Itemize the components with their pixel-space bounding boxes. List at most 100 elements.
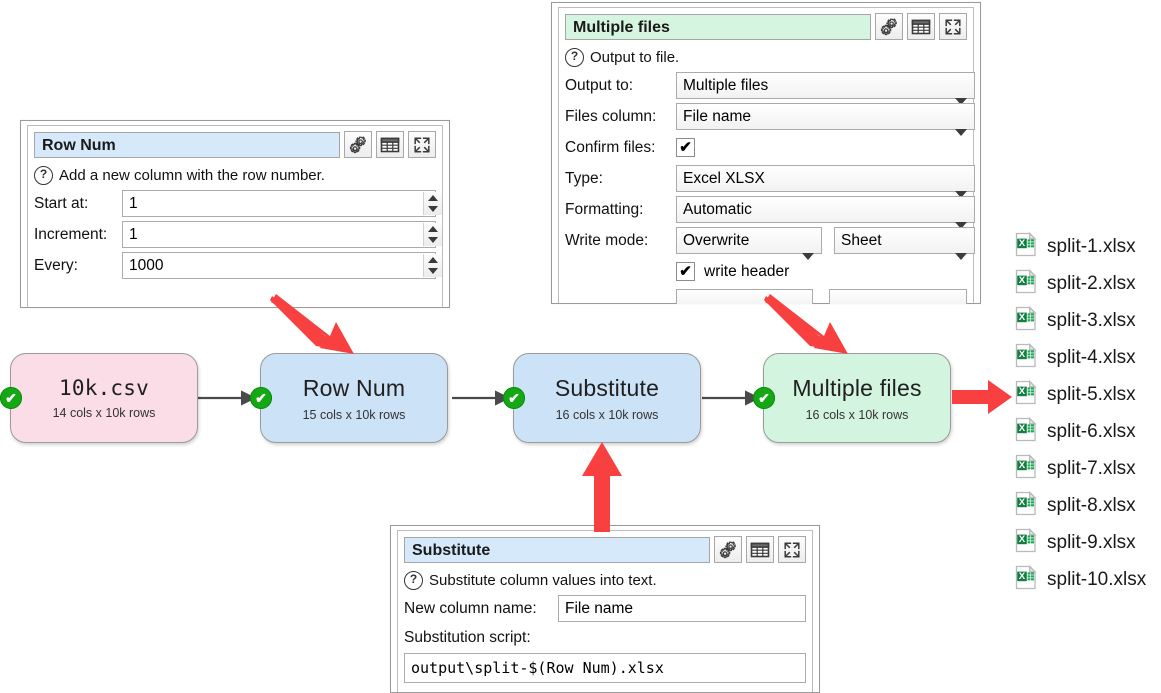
chevron-down-icon[interactable] (955, 97, 967, 105)
hint-text: Output to file. (590, 48, 680, 66)
list-item[interactable]: split-3.xlsx (1015, 302, 1146, 339)
field-output-to-select[interactable]: Multiple files (676, 72, 975, 99)
field-new-column-name-input[interactable]: File name (558, 595, 806, 622)
list-item[interactable]: split-8.xlsx (1015, 487, 1146, 524)
confirm-files-checkbox[interactable]: ✔ (676, 138, 695, 157)
status-badge: ✔ (0, 387, 22, 409)
flow-node-multiple-files[interactable]: ✔ Multiple files 16 cols x 10k rows (753, 353, 951, 443)
list-item[interactable]: split-2.xlsx (1015, 265, 1146, 302)
substitution-script-input[interactable]: output\split-$(Row Num).xlsx (404, 653, 806, 683)
field-formatting-select[interactable]: Automatic (676, 196, 975, 223)
field-every-input[interactable]: 1000 (122, 252, 436, 279)
clipped-field-right[interactable] (829, 289, 967, 304)
excel-file-icon (1015, 306, 1037, 336)
field-files-column-label: Files column: (565, 107, 657, 125)
stepper-down-icon[interactable] (428, 206, 438, 213)
stepper-up-icon[interactable] (428, 194, 438, 201)
chevron-down-icon[interactable] (955, 190, 967, 198)
table-icon[interactable] (907, 13, 935, 40)
list-item[interactable]: split-7.xlsx (1015, 450, 1146, 487)
list-item[interactable]: split-6.xlsx (1015, 413, 1146, 450)
every-stepper[interactable] (423, 254, 442, 277)
file-name: split-5.xlsx (1047, 383, 1136, 405)
list-item[interactable]: split-5.xlsx (1015, 376, 1146, 413)
field-start-at-input[interactable]: 1 (122, 190, 436, 217)
panel-row-num[interactable]: Row Num ? Add a new column with the row … (20, 120, 450, 308)
table-icon[interactable] (376, 131, 404, 158)
excel-file-icon (1015, 232, 1037, 262)
list-item[interactable]: split-10.xlsx (1015, 561, 1146, 598)
panel-multiple-files[interactable]: Multiple files ? Output to file. Output … (551, 2, 981, 304)
status-badge: ✔ (753, 387, 775, 409)
field-output-to-label: Output to: (565, 76, 634, 94)
panel-substitute-hint: ? Substitute column values into text. (404, 567, 806, 593)
field-write-mode-label: Write mode: (565, 231, 649, 249)
flow-connectors (196, 390, 761, 406)
field-files-column: Files column: File name (565, 101, 975, 136)
file-name: split-1.xlsx (1047, 235, 1136, 257)
stepper-up-icon[interactable] (428, 256, 438, 263)
field-write-mode: Write mode: Overwrite Sheet (565, 225, 975, 260)
file-name: split-9.xlsx (1047, 531, 1136, 553)
help-icon[interactable]: ? (404, 570, 423, 590)
panel-substitute-title-input[interactable]: Substitute (404, 536, 710, 563)
list-item[interactable]: split-4.xlsx (1015, 339, 1146, 376)
panel-substitute-titlebar: Substitute (404, 536, 806, 563)
annotation-arrow-output (952, 380, 1012, 414)
flow-node-substitute[interactable]: ✔ Substitute 16 cols x 10k rows (503, 353, 701, 443)
list-item[interactable]: split-1.xlsx (1015, 228, 1146, 265)
table-icon[interactable] (746, 536, 774, 563)
increment-stepper[interactable] (423, 223, 442, 246)
stepper-up-icon[interactable] (428, 225, 438, 232)
help-icon[interactable]: ? (34, 165, 53, 185)
hint-text: Add a new column with the row number. (59, 166, 325, 184)
field-sheet-select[interactable]: Sheet (834, 227, 975, 254)
excel-file-icon (1015, 380, 1037, 410)
panel-multiple-files-title-input[interactable]: Multiple files (565, 13, 871, 40)
gears-icon[interactable] (344, 131, 372, 158)
panel-substitute[interactable]: Substitute ? Substitute column values in… (390, 525, 820, 693)
expand-icon[interactable] (939, 13, 967, 40)
field-increment: Increment: 1 (34, 219, 442, 250)
flow-node-row-num[interactable]: ✔ Row Num 15 cols x 10k rows (250, 353, 448, 443)
write-header-label: write header (704, 262, 790, 280)
field-increment-input[interactable]: 1 (122, 221, 436, 248)
help-icon[interactable]: ? (565, 47, 584, 67)
list-item[interactable]: split-9.xlsx (1015, 524, 1146, 561)
file-name: split-3.xlsx (1047, 309, 1136, 331)
annotation-arrow-substitute (582, 442, 622, 532)
gears-icon[interactable] (875, 13, 903, 40)
chevron-down-icon[interactable] (802, 252, 814, 260)
field-write-mode-select[interactable]: Overwrite (676, 227, 822, 254)
field-files-column-select[interactable]: File name (676, 103, 975, 130)
field-type-select[interactable]: Excel XLSX (676, 165, 975, 192)
clipped-field-left[interactable] (676, 289, 813, 304)
hint-text: Substitute column values into text. (429, 571, 657, 589)
expand-icon[interactable] (778, 536, 806, 563)
field-start-at-label: Start at: (34, 194, 89, 212)
field-every: Every: 1000 (34, 250, 442, 281)
flow-node-subtitle: 16 cols x 10k rows (555, 407, 659, 422)
start-at-stepper[interactable] (423, 192, 442, 215)
stepper-down-icon[interactable] (428, 268, 438, 275)
substitution-script-label-row: Substitution script: (404, 624, 806, 651)
write-header-checkbox[interactable]: ✔ (676, 262, 695, 281)
chevron-down-icon[interactable] (955, 252, 967, 260)
partial-row-clipped (565, 289, 967, 304)
chevron-down-icon[interactable] (955, 221, 967, 229)
chevron-down-icon[interactable] (955, 128, 967, 136)
excel-file-icon (1015, 491, 1037, 521)
stepper-down-icon[interactable] (428, 237, 438, 244)
flow-node-10k-csv[interactable]: ✔ 10k.csv 14 cols x 10k rows (0, 353, 198, 443)
field-start-at: Start at: 1 (34, 188, 442, 219)
panel-row-num-title-input[interactable]: Row Num (34, 131, 340, 158)
annotation-arrow-row-num (270, 294, 354, 354)
field-new-column-name: New column name: File name (404, 593, 806, 624)
expand-icon[interactable] (408, 131, 436, 158)
field-confirm-files-label: Confirm files: (565, 138, 656, 156)
field-increment-label: Increment: (34, 225, 108, 243)
gears-icon[interactable] (714, 536, 742, 563)
excel-file-icon (1015, 565, 1037, 595)
panel-row-num-titlebar: Row Num (34, 131, 436, 158)
flow-node-title: Multiple files (792, 374, 922, 401)
